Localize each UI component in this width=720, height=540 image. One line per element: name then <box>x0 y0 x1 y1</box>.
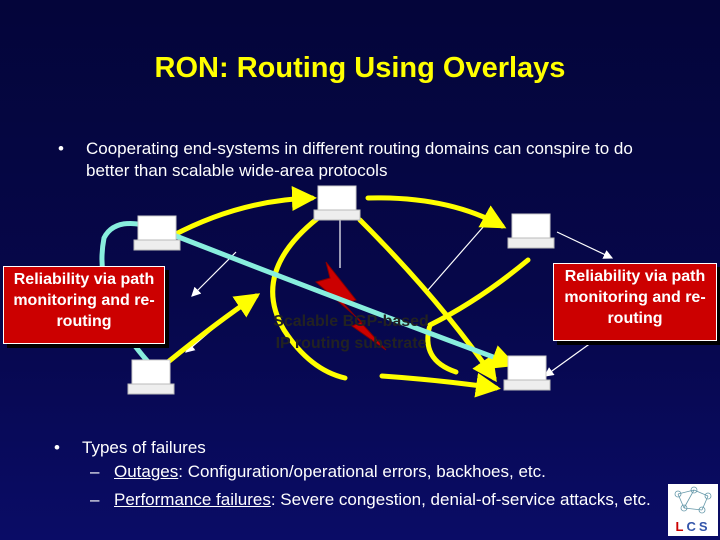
lcs-logo: LCS <box>668 484 718 536</box>
term-outages: Outages <box>114 462 179 481</box>
computer-icon <box>127 359 175 395</box>
bullet-text: Cooperating end-systems in different rou… <box>86 139 633 180</box>
computer-icon <box>313 185 361 221</box>
computer-icon <box>503 355 551 391</box>
bullet-marker: • <box>54 438 60 457</box>
internet-label-line1: Scalable BGP-based <box>273 313 429 330</box>
lcs-letter-l: L <box>675 519 687 534</box>
computer-icon <box>133 215 181 251</box>
performance-failures-description: : Severe congestion, denial-of-service a… <box>270 490 651 509</box>
dash-marker: – <box>90 462 100 481</box>
internet-label-line2: IP routing substrate <box>275 335 427 352</box>
lcs-logo-text: LCS <box>668 519 718 534</box>
callout-reliability-left: Reliability via path monitoring and re-r… <box>3 266 165 344</box>
dash-marker: – <box>90 490 100 509</box>
slide-title: RON: Routing Using Overlays <box>154 52 566 84</box>
bullet-text: Types of failures <box>82 438 206 457</box>
bullet-marker: • <box>58 139 64 158</box>
overlay-paths <box>165 186 531 398</box>
callout-reliability-right: Reliability via path monitoring and re-r… <box>553 263 717 341</box>
lcs-letter-c: C <box>686 519 699 534</box>
internet-label: Scalable BGP-based IP routing substrate <box>246 311 456 355</box>
outages-description: : Configuration/operational errors, back… <box>178 462 546 481</box>
lcs-letter-s: S <box>698 519 711 534</box>
term-performance-failures: Performance failures <box>114 490 271 509</box>
computer-icon <box>507 213 555 249</box>
lcs-logo-art <box>674 486 712 514</box>
